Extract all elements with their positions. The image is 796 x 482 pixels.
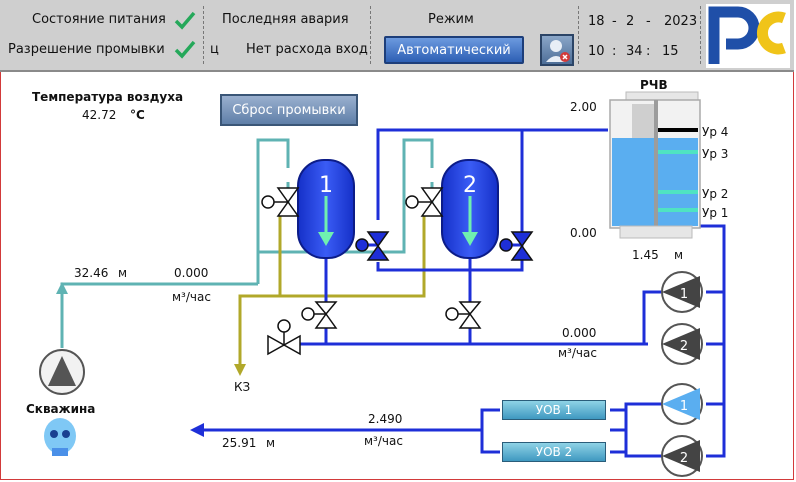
valve-tank1-outlet bbox=[355, 231, 390, 261]
drain-pipes bbox=[238, 214, 426, 370]
alarm-text: Нет расхода вход bbox=[246, 42, 368, 57]
valve-drain bbox=[267, 319, 301, 356]
well-flow-unit: м³/час bbox=[172, 290, 211, 304]
skull-icon bbox=[44, 418, 76, 456]
flush-permit-check-icon bbox=[174, 40, 196, 59]
pump-mid-2 bbox=[661, 323, 703, 365]
air-temp-unit: °C bbox=[130, 108, 145, 122]
well-level-unit: м bbox=[118, 266, 128, 280]
raw-water-pipes bbox=[60, 138, 444, 348]
mid-flow-unit: м³/час bbox=[558, 346, 597, 360]
separator bbox=[700, 6, 701, 64]
flush-permit-label: Разрешение промывки bbox=[8, 42, 165, 57]
power-ok-check-icon bbox=[174, 11, 196, 30]
filter-tank-2 bbox=[441, 159, 499, 259]
pump-mid-1-number: 1 bbox=[680, 287, 688, 302]
output-flow-unit: м³/час bbox=[364, 434, 403, 448]
rchv-bottom-value: 0.00 bbox=[570, 226, 597, 240]
separator bbox=[203, 6, 204, 64]
tank-1-number: 1 bbox=[319, 173, 333, 198]
rchv-level-2: Ур 2 bbox=[702, 187, 729, 201]
well-level-value: 32.46 bbox=[74, 266, 109, 280]
rchv-title: РЧВ bbox=[640, 78, 668, 92]
company-logo bbox=[706, 4, 790, 68]
flush-reset-button[interactable]: Сброс промывки bbox=[220, 94, 358, 126]
mode-label: Режим bbox=[428, 12, 474, 27]
output-level-unit: м bbox=[266, 436, 276, 450]
valve-tank2-flush bbox=[445, 301, 482, 329]
last-alarm-label: Последняя авария bbox=[222, 12, 349, 27]
pump-mid-1 bbox=[661, 271, 703, 313]
air-temp-value: 42.72 bbox=[82, 108, 117, 122]
uov-2-button[interactable]: УОВ 2 bbox=[502, 442, 606, 462]
time-seconds: 15 bbox=[662, 44, 679, 59]
uov-1-button[interactable]: УОВ 1 bbox=[502, 400, 606, 420]
pump-out-1 bbox=[661, 383, 703, 425]
time-minutes: 34 bbox=[626, 44, 643, 59]
valve-tank1-flush bbox=[301, 301, 338, 329]
well-flow-value: 0.000 bbox=[174, 266, 209, 280]
time-sep: : bbox=[646, 44, 651, 59]
date-sep: - bbox=[612, 14, 617, 29]
pump-out-2-number: 2 bbox=[680, 451, 688, 466]
rchv-level-3: Ур 3 bbox=[702, 147, 729, 161]
date-sep: - bbox=[646, 14, 651, 29]
output-level-value: 25.91 bbox=[222, 436, 257, 450]
date-day: 18 bbox=[588, 14, 605, 29]
power-state-label: Состояние питания bbox=[32, 12, 166, 27]
separator bbox=[370, 6, 371, 64]
output-arrow bbox=[190, 423, 204, 437]
tank-2-number: 2 bbox=[463, 173, 477, 198]
mode-button[interactable]: Автоматический bbox=[384, 36, 524, 64]
alarm-prefix: ц bbox=[210, 42, 219, 57]
separator bbox=[578, 6, 579, 64]
valve-tank1-inlet bbox=[261, 187, 300, 217]
rchv-level-value: 1.45 bbox=[632, 248, 659, 262]
rchv-level-4: Ур 4 bbox=[702, 125, 729, 139]
date-month: 2 bbox=[626, 14, 635, 29]
raw-water-arrow bbox=[56, 282, 68, 294]
output-flow-value: 2.490 bbox=[368, 412, 403, 426]
pump-out-1-number: 1 bbox=[680, 399, 688, 414]
status-bar: Состояние питания Разрешение промывки По… bbox=[0, 0, 794, 72]
mid-flow-value: 0.000 bbox=[562, 326, 597, 340]
pump-mid-2-number: 2 bbox=[680, 339, 688, 354]
pump-out-2 bbox=[661, 435, 703, 477]
rchv-top-value: 2.00 bbox=[570, 100, 597, 114]
time-sep: : bbox=[612, 44, 617, 59]
time-hours: 10 bbox=[588, 44, 605, 59]
air-temp-label: Температура воздуха bbox=[32, 90, 184, 104]
well-pump bbox=[39, 349, 85, 395]
drain-arrow bbox=[234, 364, 246, 376]
filter-tank-1 bbox=[297, 159, 355, 259]
drain-label: КЗ bbox=[234, 380, 251, 394]
rchv-level-1: Ур 1 bbox=[702, 206, 729, 220]
rchv-level-unit: м bbox=[674, 248, 684, 262]
user-button[interactable] bbox=[540, 34, 574, 66]
valve-tank2-outlet bbox=[499, 231, 534, 261]
valve-tank2-inlet bbox=[405, 187, 444, 217]
date-year: 2023 bbox=[664, 14, 698, 29]
user-icon bbox=[546, 40, 570, 62]
well-label: Скважина bbox=[26, 402, 96, 416]
reservoir-rchv bbox=[609, 91, 701, 239]
